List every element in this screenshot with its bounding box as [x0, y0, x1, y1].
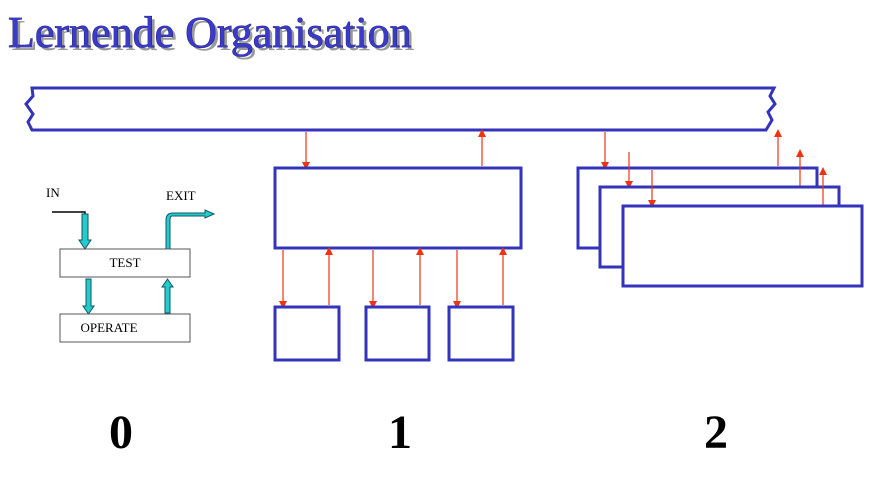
operate-to-test-arrow	[161, 278, 174, 314]
level1-main-box	[273, 166, 523, 250]
level2-box-front	[621, 204, 864, 288]
test-to-operate-arrow	[82, 278, 95, 315]
in-label: IN	[46, 185, 60, 200]
in-flow-line	[52, 211, 86, 240]
test-box	[59, 248, 191, 278]
organization-banner	[24, 86, 777, 132]
tote-model: IN EXIT TEST OPERATE	[46, 185, 216, 343]
test-label: TEST	[109, 255, 140, 270]
level1-sub-box-1	[273, 305, 341, 362]
operate-box	[59, 313, 191, 343]
page-title-shadow: Lernende Organisation	[11, 11, 415, 60]
level1-sub-box-3	[447, 305, 515, 362]
level-number-0: 0	[109, 406, 133, 459]
in-flow-arrow	[78, 213, 92, 250]
exit-label: EXIT	[166, 188, 196, 203]
operate-label: OPERATE	[80, 320, 137, 335]
level-number-1: 1	[388, 406, 412, 459]
level1-hierarchy	[273, 129, 523, 362]
level1-sub-box-2	[364, 305, 431, 362]
level2-stack	[576, 129, 864, 288]
page-title: Lernende Organisation	[8, 8, 412, 57]
exit-flow-line	[165, 209, 216, 250]
level-number-2: 2	[704, 406, 728, 459]
